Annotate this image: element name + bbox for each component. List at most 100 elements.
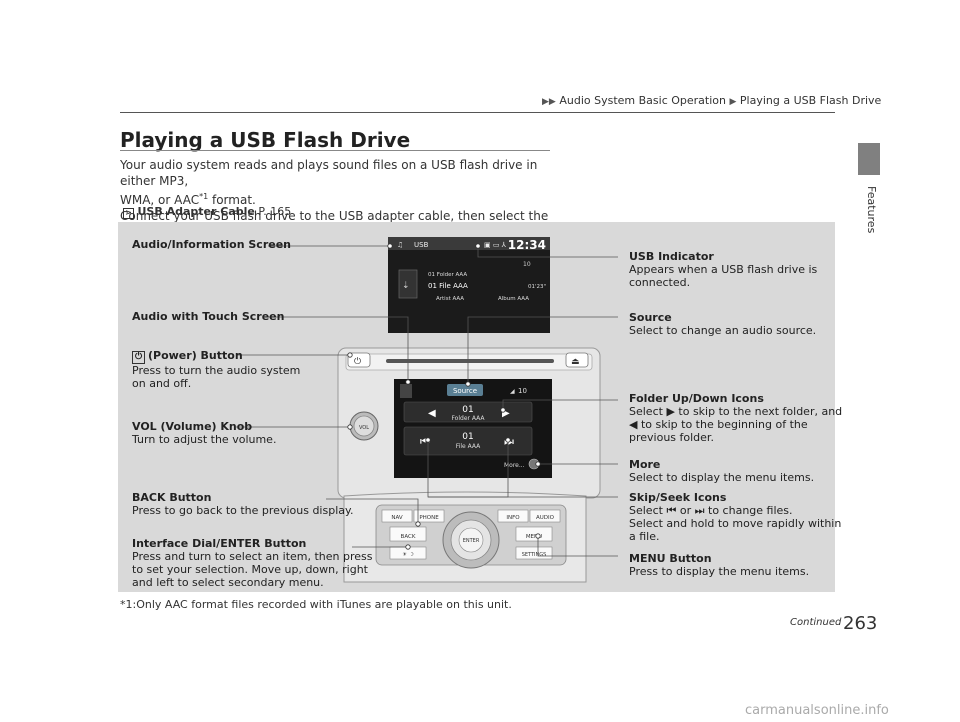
page-title: Playing a USB Flash Drive: [120, 128, 411, 152]
power-icon: ⏻: [132, 351, 145, 364]
callout-skip: Skip/Seek Icons Select ⏮ or ⏭ to change …: [629, 491, 841, 543]
audio-diagram: ♫ USB ▣ ▭ ⅄ 12:34 10 ⇣ 01 Folder AAA 01 …: [118, 222, 842, 592]
callout-back-desc: Press to go back to the previous display…: [132, 504, 354, 517]
page-number: 263: [843, 613, 878, 634]
info-button[interactable]: [497, 509, 529, 523]
source-button-label: Source: [453, 387, 477, 395]
back-button-label: BACK: [401, 534, 416, 540]
callout-touch-screen-title: Audio with Touch Screen: [132, 310, 285, 323]
audio-button[interactable]: [529, 509, 561, 523]
callout-usb-indicator-desc-1: Appears when a USB flash drive is: [629, 263, 818, 276]
callout-audio-screen: Audio/Information Screen: [132, 238, 291, 251]
callout-usb-indicator: USB Indicator Appears when a USB flash d…: [629, 250, 817, 289]
upper-elapsed-time: 01'23": [528, 284, 546, 290]
skip-back-icon[interactable]: ⏮: [420, 435, 430, 448]
nav-button[interactable]: [381, 509, 413, 523]
callout-folder-desc-2: ◀ to skip to the beginning of the: [629, 418, 842, 431]
header-rule: [120, 112, 835, 113]
upper-album: Album AAA: [498, 296, 529, 302]
file-name: File AAA: [456, 443, 481, 450]
continued-label: Continued: [790, 617, 842, 628]
callout-more: More Select to display the menu items.: [629, 458, 814, 484]
back-button[interactable]: [389, 526, 427, 542]
touch-back-icon[interactable]: [400, 384, 412, 398]
section-tab: [858, 143, 880, 175]
enter-button-label: ENTER: [463, 538, 480, 544]
audio-button-label: AUDIO: [536, 515, 555, 521]
callout-usb-indicator-title: USB Indicator: [629, 250, 714, 263]
leader-lines: [236, 245, 618, 557]
upper-artist: Artist AAA: [436, 296, 464, 302]
file-row: [403, 426, 533, 456]
cross-reference[interactable]: > USB Adapter Cable P. 165: [123, 205, 291, 219]
section-label-text: Features: [865, 186, 878, 234]
upper-note-icon: ♫: [397, 241, 403, 249]
callout-more-desc: Select to display the menu items.: [629, 471, 815, 484]
eject-icon: ⏏: [571, 357, 580, 367]
menu-button-label: MENU: [526, 534, 542, 540]
folder-down-icon[interactable]: ◀: [428, 408, 436, 419]
title-rule: [120, 150, 550, 151]
enter-button[interactable]: [458, 527, 484, 553]
breadcrumb-current: Playing a USB Flash Drive: [739, 94, 882, 107]
day-night-icon: ☀ ☽: [402, 551, 414, 558]
folder-down-icon: ◀: [629, 418, 638, 431]
callout-source: Source Select to change an audio source.: [629, 311, 816, 337]
callout-back: BACK Button Press to go back to the prev…: [132, 491, 353, 517]
volume-knob-label: VOL: [359, 425, 369, 431]
phone-button-label: PHONE: [419, 515, 439, 521]
callout-power: ⏻(Power) Button Press to turn the audio …: [132, 349, 300, 390]
audio-diagram-svg: ♫ USB ▣ ▭ ⅄ 12:34 10 ⇣ 01 Folder AAA 01 …: [236, 237, 618, 583]
folder-name: Folder AAA: [451, 415, 485, 422]
callout-folder-title: Folder Up/Down Icons: [629, 392, 764, 405]
folder-up-icon[interactable]: ▶: [502, 408, 510, 419]
watermark: carmanualsonline.info: [745, 703, 889, 718]
upper-folder-line: 01 Folder AAA: [428, 272, 467, 278]
settings-button-label: SETTINGS: [522, 552, 547, 558]
callout-power-title: (Power) Button: [148, 349, 243, 362]
upper-clock: 12:34: [508, 238, 546, 252]
leader-endpoints: [347, 243, 541, 550]
more-button-label[interactable]: More...: [504, 462, 525, 469]
usb-symbol-icon: ⇣: [402, 281, 410, 291]
callout-skip-desc-1c: to change files.: [708, 504, 793, 517]
power-button[interactable]: [347, 352, 371, 368]
callout-folder-desc-1b: to skip to the next folder, and: [678, 405, 843, 418]
intro-line-2-end: format.: [208, 193, 256, 207]
reference-label[interactable]: USB Adapter Cable: [137, 205, 255, 218]
touch-volume-icon: ◢: [510, 388, 515, 395]
upper-screen: ♫ USB ▣ ▭ ⅄ 12:34 10 ⇣ 01 Folder AAA 01 …: [388, 237, 550, 333]
callout-power-desc-2: on and off.: [132, 377, 192, 390]
phone-button[interactable]: [413, 509, 445, 523]
nav-button-label: NAV: [391, 515, 403, 521]
callout-folder-desc-2b: to skip to the beginning of the: [640, 418, 808, 431]
menu-button[interactable]: [515, 526, 553, 542]
callout-menu-title: MENU Button: [629, 552, 712, 565]
callout-folder-desc-3: previous folder.: [629, 431, 714, 444]
footnote: *1:Only AAC format files recorded with i…: [120, 598, 512, 611]
intro-line-2: WMA, or AAC*1 format.: [120, 189, 560, 208]
power-icon: ⏻: [354, 356, 361, 367]
callout-folder-select: Select: [629, 405, 663, 418]
callout-skip-desc-2: Select and hold to move rapidly within: [629, 517, 842, 530]
breadcrumb: ▶▶ Audio System Basic Operation ▶ Playin…: [542, 94, 881, 107]
source-button[interactable]: [447, 384, 483, 396]
breadcrumb-arrow-icon: ▶▶: [542, 97, 556, 107]
callout-folder-desc-1: Select ▶ to skip to the next folder, and: [629, 405, 842, 418]
callout-skip-desc-3: a file.: [629, 530, 660, 543]
callout-skip-or: or: [679, 504, 692, 517]
folder-row: [403, 401, 533, 423]
callout-usb-indicator-desc-2: connected.: [629, 276, 691, 289]
callout-vol-title: VOL (Volume) Knob: [132, 420, 253, 433]
breadcrumb-arrow-icon: ▶: [729, 97, 737, 107]
callout-dial-desc-3: and left to select secondary menu.: [132, 576, 324, 589]
callout-source-desc: Select to change an audio source.: [629, 324, 817, 337]
callout-menu-desc: Press to display the menu items.: [629, 565, 810, 578]
callout-dial-title: Interface Dial/ENTER Button: [132, 537, 307, 550]
eject-button[interactable]: [565, 352, 589, 368]
upper-volume-level: 10: [523, 261, 531, 268]
footnote-marker: *1: [199, 192, 209, 201]
breadcrumb-link-audio-basic[interactable]: Audio System Basic Operation: [559, 94, 726, 107]
folder-up-icon: ▶: [666, 405, 675, 418]
upper-mode-label: USB: [414, 241, 429, 249]
